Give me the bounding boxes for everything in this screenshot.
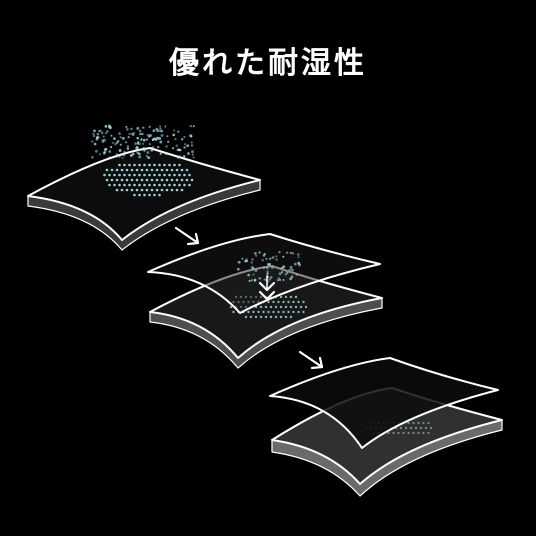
- arrow-right-down-icon: [298, 350, 324, 370]
- moisture-droplets-floating: [90, 124, 195, 160]
- page-title: 優れた耐湿性: [169, 46, 367, 81]
- protective-film-2: [147, 233, 381, 314]
- protective-film-3: [269, 357, 499, 449]
- moisture-on-film: [236, 250, 301, 283]
- stage-1-pad: [27, 124, 261, 251]
- moisture-spot-1: [103, 163, 194, 197]
- stage-3-film: [269, 357, 499, 449]
- stage-2-film: [147, 233, 381, 314]
- arrow-right-down-icon: [174, 226, 200, 246]
- double-chevron-down-icon: [258, 275, 276, 301]
